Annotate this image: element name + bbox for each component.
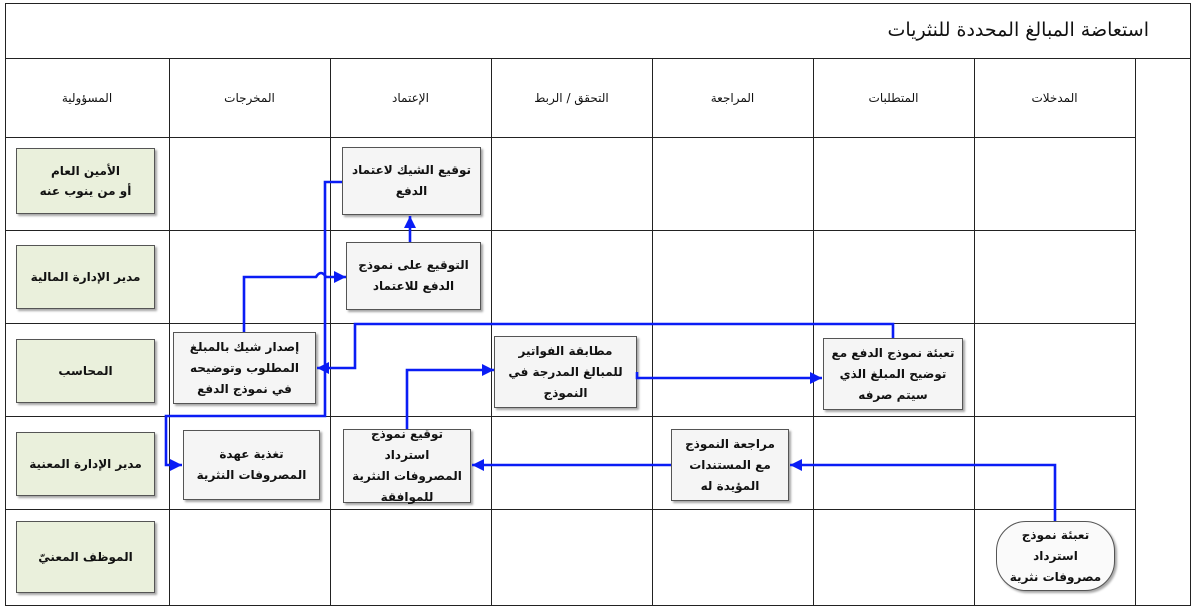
column-header-requirements: المتطلبات [868, 91, 919, 105]
role-secretary-general: الأمين العام أو من ينوب عنه [16, 148, 155, 214]
title-bar: استعاضة المبالغ المحددة للنثريات [5, 3, 1191, 59]
role-concerned-employee: الموظف المعنيّ [16, 521, 155, 593]
step-sign-payment-form: التوقيع على نموذج الدفع للاعتماد [346, 242, 481, 310]
arrow-issue-to-sign-form [242, 271, 346, 332]
flowchart-frame [5, 3, 1191, 606]
step-sign-reimbursement: توقيع نموذج استرداد المصروفات النثرية لل… [343, 427, 471, 504]
grid-line [5, 137, 1136, 138]
column-header-inputs: المدخلات [1031, 91, 1078, 105]
arrowhead [482, 364, 494, 376]
column-header-responsibility: المسؤولية [61, 91, 113, 105]
step-fill-reimbursement: تعبئة نموذج استرداد مصروفات نثرية [996, 521, 1115, 591]
role-label: الأمين العام [50, 163, 121, 178]
column-header-approval: الإعتماد [392, 91, 429, 105]
grid-line [5, 230, 1136, 231]
step-feed-custody: تغذية عهدة المصروفات النثرية [183, 430, 320, 500]
role-label: أو من ينوب عنه [39, 184, 132, 198]
column-header-outputs: المخرجات [224, 91, 275, 105]
column-header-verify-link: التحقق / الربط [534, 91, 609, 105]
grid-line [491, 59, 492, 606]
arrow-cheque-to-custody [164, 180, 342, 467]
grid-line [652, 59, 653, 606]
arrowhead [317, 362, 329, 374]
role-concerned-dept-manager: مدير الإدارة المعنية [16, 432, 155, 496]
step-sign-cheque: توقيع الشيك لاعتماد الدفع [342, 147, 481, 215]
arrow-sign-to-match [405, 368, 494, 429]
step-issue-cheque: إصدار شيك بالمبلغ المطلوب وتوضيحه في نمو… [173, 332, 316, 404]
column-header-review: المراجعة [710, 91, 755, 105]
grid-line [169, 59, 170, 606]
arrowhead [334, 271, 346, 283]
arrowhead [810, 372, 822, 384]
arrowhead [472, 459, 484, 471]
arrow-match-to-fill [635, 372, 822, 380]
diagram-title: استعاضة المبالغ المحددة للنثريات [887, 19, 1149, 41]
grid-line [5, 416, 1136, 417]
role-finance-manager: مدير الإدارة المالية [16, 245, 155, 309]
arrowhead [170, 459, 182, 471]
arrowhead [790, 459, 802, 471]
arrow-fill-to-issue [317, 322, 895, 370]
grid-line [813, 59, 814, 606]
grid-line [1135, 59, 1136, 606]
step-review-form: مراجعة النموذج مع المستندات المؤيدة له [671, 429, 789, 501]
grid-line [974, 59, 975, 606]
step-fill-payment-form: تعبئة نموذج الدفع مع توضيح المبلغ الذي س… [823, 338, 963, 410]
grid-line [5, 509, 1136, 510]
grid-line [330, 59, 331, 606]
step-match-invoices: مطابقة الفواتير للمبالغ المدرجة في النمو… [494, 336, 637, 408]
arrowhead [404, 216, 416, 228]
role-accountant: المحاسب [16, 339, 155, 403]
arrow-fill-to-review [790, 463, 1057, 521]
